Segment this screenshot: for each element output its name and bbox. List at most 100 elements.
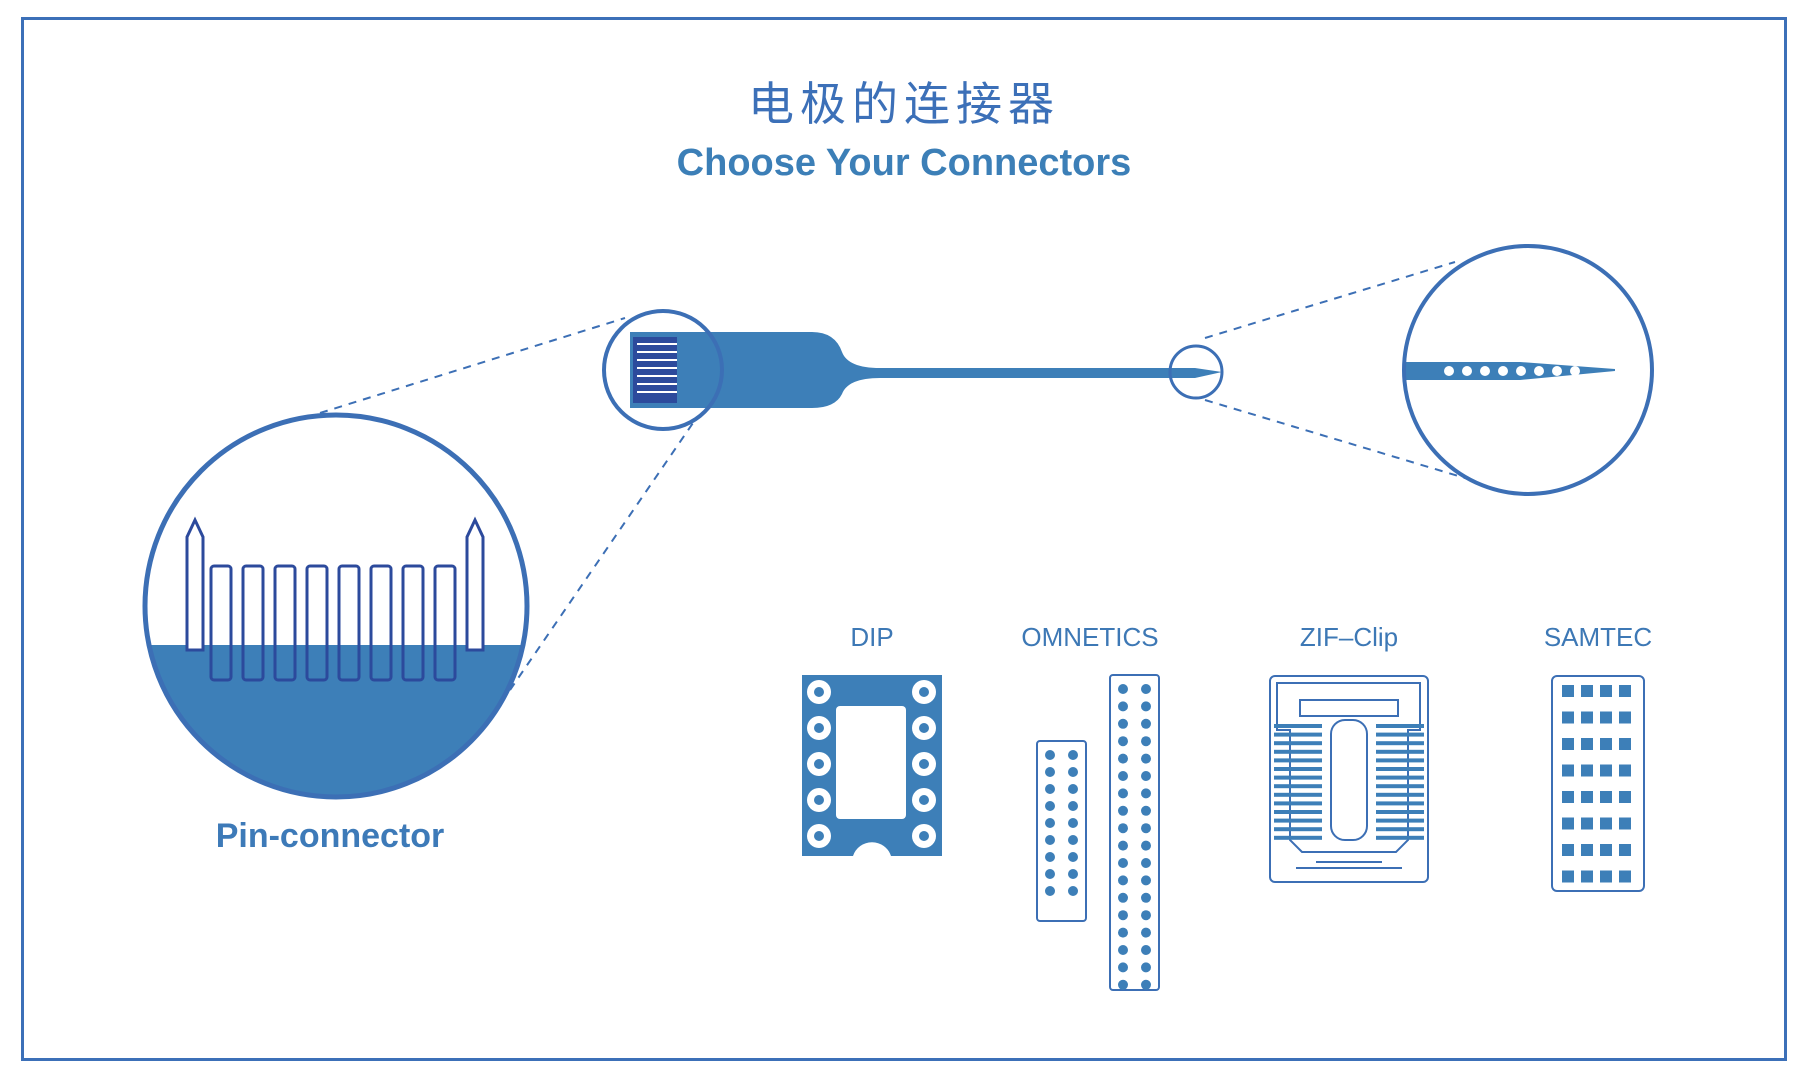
samtec-pad xyxy=(1600,870,1612,883)
omnetics-label: OMNETICS xyxy=(1021,622,1159,652)
samtec-pad xyxy=(1619,711,1631,724)
diagram-frame xyxy=(21,17,1787,1061)
samtec-pad xyxy=(1600,844,1612,856)
connector-pin xyxy=(1141,718,1151,729)
dip-label: DIP xyxy=(850,622,894,652)
connector-pin xyxy=(1118,771,1128,781)
connector-pin xyxy=(1141,684,1151,694)
connector-pin xyxy=(1068,750,1078,760)
samtec-pad xyxy=(1581,764,1593,777)
connector-pin xyxy=(1045,818,1055,828)
connector-pin xyxy=(1118,927,1128,938)
connector-pin xyxy=(1068,886,1078,896)
zif-lead xyxy=(1274,732,1322,737)
zif-lead xyxy=(1274,810,1322,814)
connector-pin xyxy=(1118,805,1128,816)
samtec-pad xyxy=(1619,738,1631,750)
zif-lead xyxy=(1376,741,1424,746)
zif-lead xyxy=(1376,767,1424,771)
samtec-label: SAMTEC xyxy=(1543,622,1653,652)
zif-lead xyxy=(1376,784,1424,789)
samtec-pad xyxy=(1581,870,1593,883)
connector-pin xyxy=(1118,910,1128,921)
connector-pin xyxy=(1068,818,1078,828)
zif-lead xyxy=(1274,827,1322,832)
samtec-pad xyxy=(1562,817,1574,830)
connector-pin xyxy=(1068,869,1078,879)
connector-pin xyxy=(1141,771,1151,781)
tip-magnifier-ring xyxy=(1168,344,1224,400)
zif-lead xyxy=(1376,758,1424,763)
zif-lead xyxy=(1376,801,1424,806)
connector-pin xyxy=(1068,767,1078,777)
samtec-pad xyxy=(1619,844,1631,856)
connector-pin xyxy=(1045,886,1055,896)
zif-lead xyxy=(1376,732,1424,737)
samtec-pad xyxy=(1600,685,1612,697)
connector-pin xyxy=(1141,823,1151,834)
samtec-pad xyxy=(1619,817,1631,830)
zif-lead xyxy=(1274,792,1322,797)
samtec-pad xyxy=(1562,711,1574,724)
connector-pin xyxy=(1141,875,1151,886)
samtec-pad xyxy=(1619,685,1631,697)
samtec-pad xyxy=(1600,791,1612,803)
pin-connector-label: Pin-connector xyxy=(215,817,445,855)
omnetics-large-pins xyxy=(1118,684,1151,990)
connector-pin xyxy=(1141,701,1151,712)
zif-lead xyxy=(1376,775,1424,780)
samtec-pad xyxy=(1581,791,1593,803)
connector-pin xyxy=(1118,858,1128,868)
title-chinese: 电极的连接器 xyxy=(748,77,1060,131)
connector-pin xyxy=(1141,927,1151,938)
samtec-pad xyxy=(1619,764,1631,777)
zif-lead xyxy=(1376,724,1424,728)
connector-pin xyxy=(1141,910,1151,921)
omnetics-connector xyxy=(1036,674,1160,991)
zif-lead xyxy=(1274,749,1322,754)
zif-lead xyxy=(1274,784,1322,789)
connector-pin xyxy=(1141,753,1151,764)
connector-pin xyxy=(1118,736,1128,747)
samtec-pad xyxy=(1581,738,1593,750)
samtec-pad xyxy=(1600,764,1612,777)
zif-lead xyxy=(1274,741,1322,746)
pin-connector-zoom xyxy=(142,412,530,800)
samtec-pad xyxy=(1600,711,1612,724)
zif-lead xyxy=(1376,835,1424,840)
zif-clip-connector xyxy=(1269,675,1429,883)
pin-magnifier-ring xyxy=(602,309,724,431)
dip-connector xyxy=(802,675,942,856)
samtec-pad xyxy=(1562,738,1574,750)
connector-pin xyxy=(1118,875,1128,886)
connector-pin xyxy=(1118,962,1128,973)
samtec-pad xyxy=(1600,738,1612,750)
connector-pin xyxy=(1068,852,1078,862)
zoom-lines xyxy=(319,261,1466,691)
samtec-pad xyxy=(1562,685,1574,697)
zif-lead xyxy=(1274,775,1322,780)
zif-lead xyxy=(1274,801,1322,806)
samtec-pad xyxy=(1562,791,1574,803)
connector-pin xyxy=(1118,979,1128,990)
connector-pin xyxy=(1141,788,1151,799)
connector-pin xyxy=(1141,840,1151,851)
connector-pin xyxy=(1118,840,1128,851)
samtec-pad xyxy=(1562,844,1574,856)
connector-pin xyxy=(1141,805,1151,816)
connector-pin xyxy=(1068,784,1078,794)
connector-pin xyxy=(1141,962,1151,973)
connector-pin xyxy=(1118,945,1128,955)
connector-pin xyxy=(1118,684,1128,694)
connector-pin xyxy=(1141,736,1151,747)
samtec-pad xyxy=(1562,870,1574,883)
connector-pin xyxy=(1141,892,1151,903)
zif-lead xyxy=(1274,758,1322,763)
samtec-pad xyxy=(1619,791,1631,803)
electrode xyxy=(630,332,1222,408)
zif-lead xyxy=(1274,835,1322,840)
zif-lead xyxy=(1274,818,1322,823)
connector-pin xyxy=(1045,869,1055,879)
connector-pin xyxy=(1068,801,1078,811)
